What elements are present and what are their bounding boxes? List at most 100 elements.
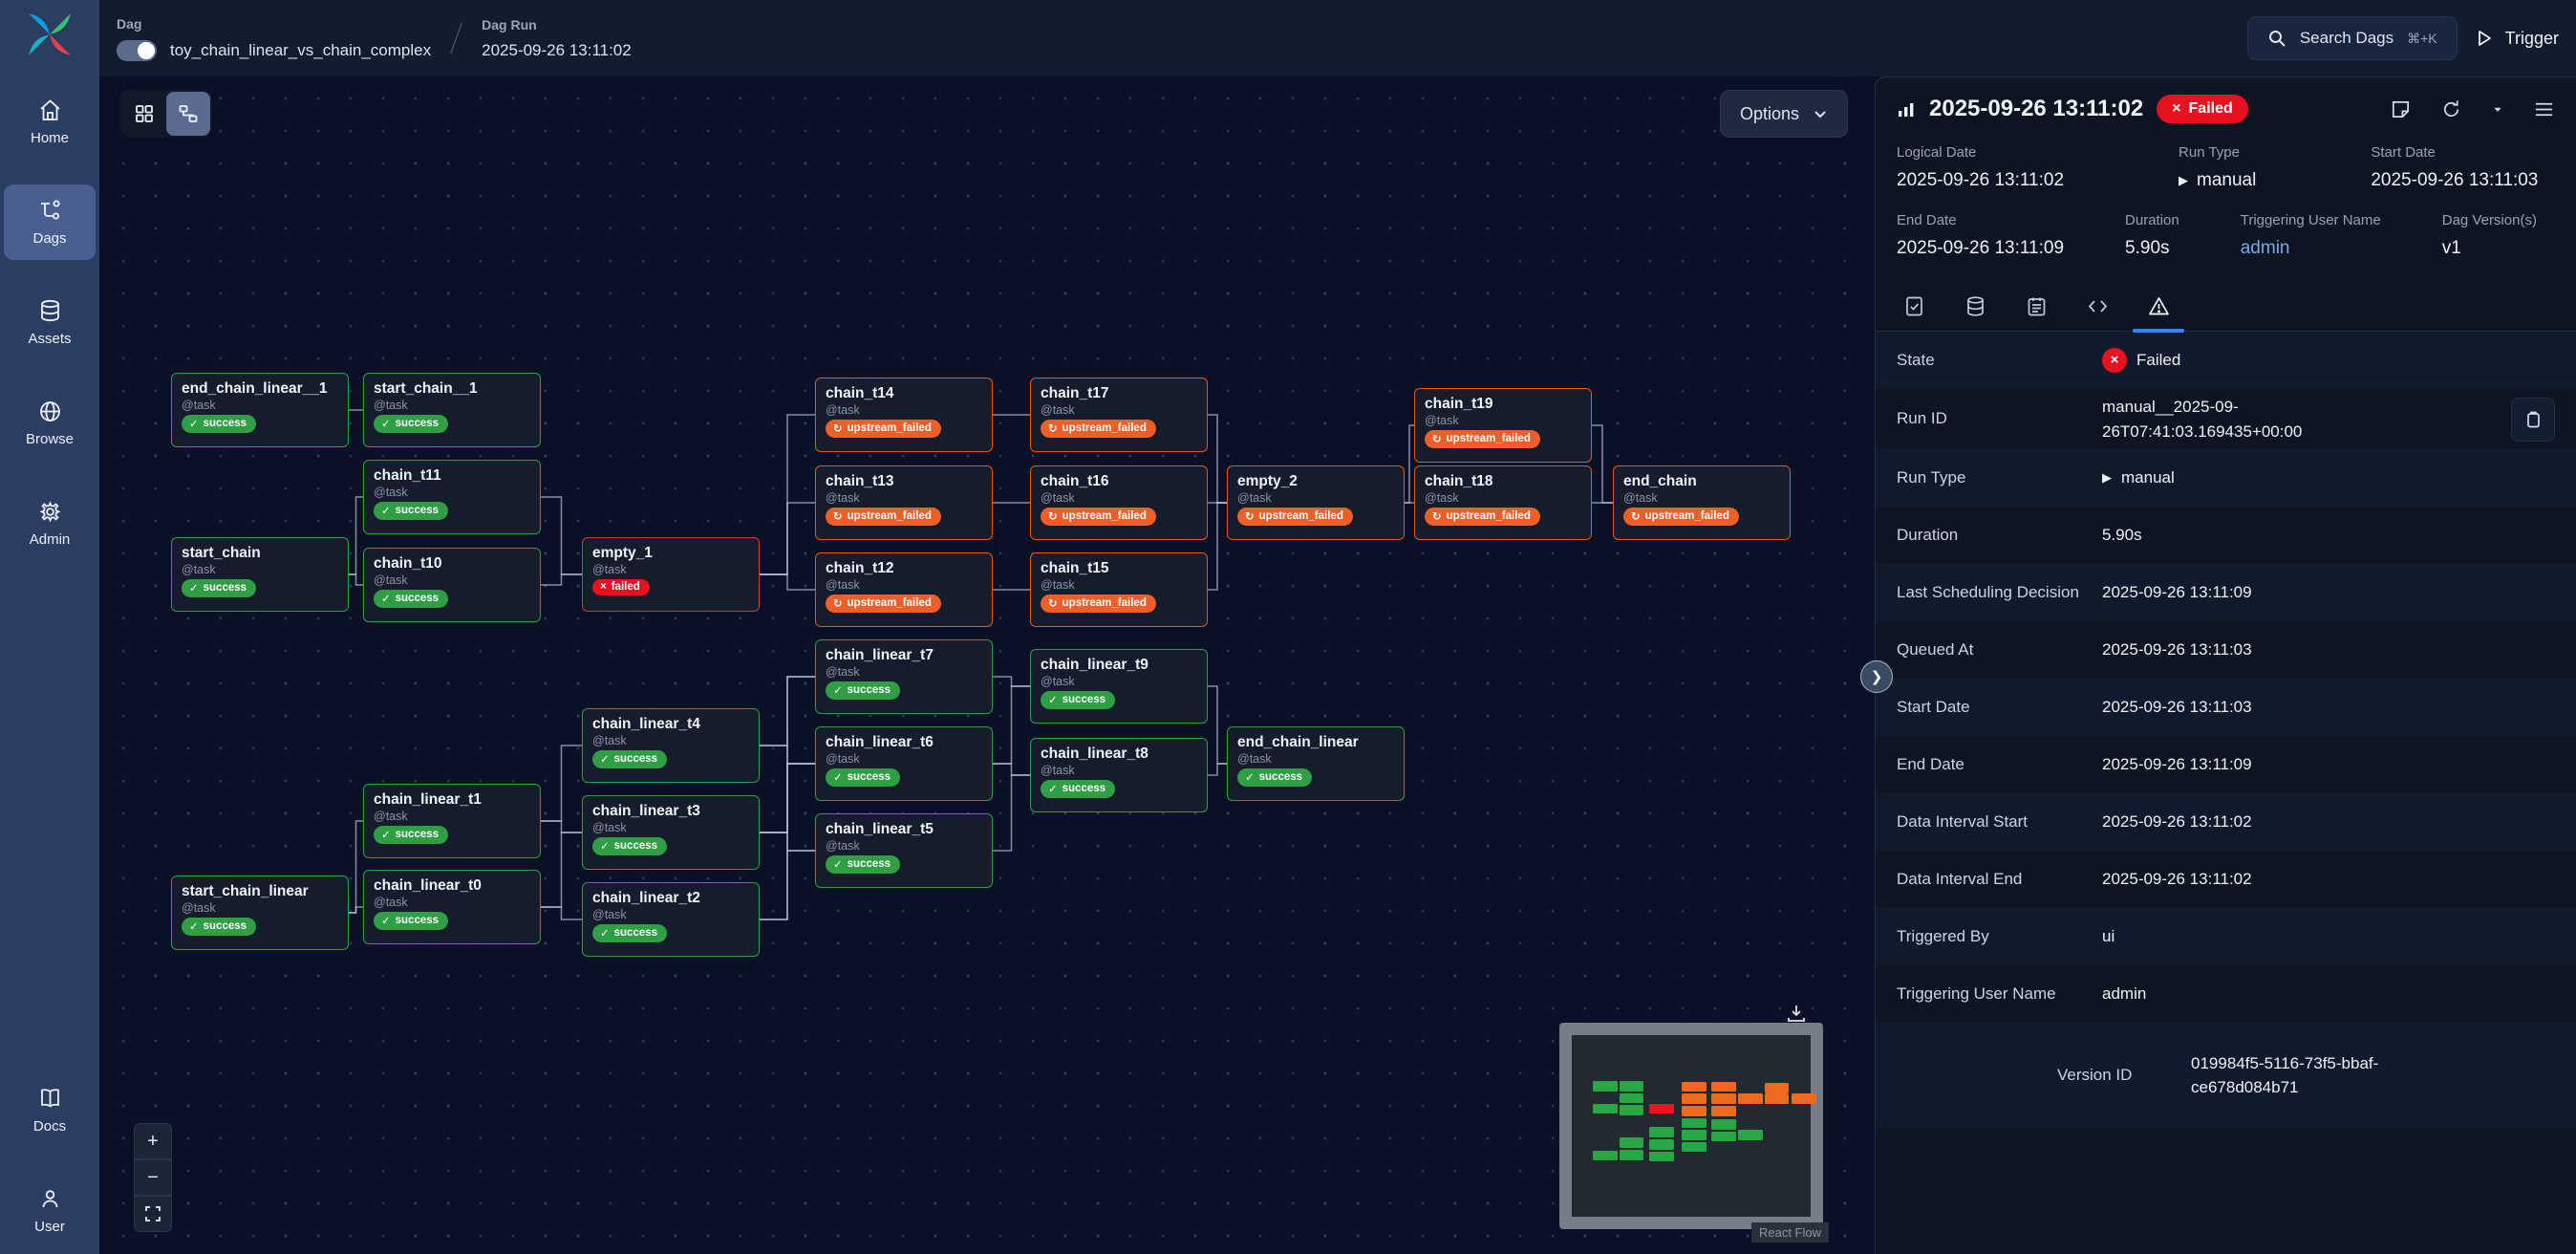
- task-node-title: chain_t10: [374, 555, 442, 572]
- task-node-empty_1[interactable]: empty_1@task×failed: [582, 537, 760, 612]
- trigger-label: Trigger: [2504, 28, 2559, 48]
- dag-run-value[interactable]: 2025-09-26 13:11:02: [482, 40, 632, 59]
- airflow-logo-icon[interactable]: [25, 10, 75, 59]
- tab-code[interactable]: [2074, 295, 2120, 331]
- task-state-badge: ↻upstream_failed: [826, 595, 941, 613]
- task-state-badge: ✓success: [592, 837, 668, 855]
- search-dags-button[interactable]: Search Dags ⌘+K: [2246, 16, 2458, 60]
- dags-icon: [40, 200, 59, 220]
- caret-down-icon[interactable]: [2491, 98, 2504, 120]
- zoom-controls: + −: [134, 1123, 172, 1232]
- edge-chain_linear_t1-chain_linear_t4: [541, 745, 582, 822]
- task-node-title: end_chain_linear__1: [182, 380, 328, 397]
- upstream_failed-icon: ↻: [1432, 434, 1442, 445]
- upstream_failed-icon: ↻: [833, 511, 843, 523]
- success-icon: ✓: [1048, 695, 1058, 706]
- grid-view-button[interactable]: [122, 92, 166, 136]
- task-node-end_chain_linear__1[interactable]: end_chain_linear__1@task✓success: [171, 373, 349, 447]
- task-node-chain_t14[interactable]: chain_t14@task↻upstream_failed: [815, 378, 993, 452]
- task-node-title: chain_t13: [826, 473, 894, 489]
- detail-value: 2025-09-26 13:11:02: [2102, 870, 2252, 889]
- tab-backfill[interactable]: [2013, 295, 2059, 331]
- dag-name[interactable]: toy_chain_linear_vs_chain_complex: [170, 40, 432, 59]
- task-node-chain_linear_t9[interactable]: chain_linear_t9@task✓success: [1030, 649, 1208, 724]
- sidebar-item-assets[interactable]: Assets: [4, 285, 96, 360]
- sidebar-item-label: User: [34, 1219, 65, 1235]
- task-node-chain_linear_t6[interactable]: chain_linear_t6@task✓success: [815, 726, 993, 801]
- summary-value[interactable]: admin: [2240, 238, 2290, 258]
- code-icon: [2088, 300, 2107, 313]
- edge-chain_linear_t5-chain_linear_t8: [993, 774, 1030, 852]
- download-icon: [1788, 1005, 1805, 1022]
- tab-details-warning[interactable]: [2133, 295, 2184, 333]
- task-node-chain_t15[interactable]: chain_t15@task↻upstream_failed: [1030, 552, 1208, 627]
- task-node-chain_linear_t0[interactable]: chain_linear_t0@task✓success: [363, 870, 541, 944]
- detail-row-run-type: Run Type▶manual: [1876, 449, 2576, 507]
- detail-label: Last Scheduling Decision: [1897, 582, 2079, 601]
- task-node-chain_t12[interactable]: chain_t12@task↻upstream_failed: [815, 552, 993, 627]
- run-status-badge: ×Failed: [2157, 95, 2248, 123]
- zoom-out-button[interactable]: −: [134, 1159, 172, 1196]
- menu-icon[interactable]: [2533, 98, 2555, 120]
- task-node-chain_t13[interactable]: chain_t13@task↻upstream_failed: [815, 465, 993, 540]
- tab-assets-tab[interactable]: [1952, 295, 1998, 331]
- task-node-chain_t17[interactable]: chain_t17@task↻upstream_failed: [1030, 378, 1208, 452]
- docs-icon: [40, 1089, 59, 1108]
- task-node-end_chain_linear[interactable]: end_chain_linear@task✓success: [1227, 726, 1405, 801]
- detail-label: Run Type: [1897, 467, 1966, 486]
- fit-view-icon: [145, 1206, 161, 1222]
- task-node-chain_t16[interactable]: chain_t16@task↻upstream_failed: [1030, 465, 1208, 540]
- task-node-subtitle: @task: [1237, 491, 1272, 505]
- tab-task-instances[interactable]: [1891, 295, 1937, 331]
- task-node-start_chain[interactable]: start_chain@task✓success: [171, 537, 349, 612]
- sidebar-item-admin[interactable]: Admin: [4, 486, 96, 561]
- sidebar-item-user[interactable]: User: [4, 1173, 96, 1248]
- detail-value: 2025-09-26 13:11:02: [2102, 812, 2252, 832]
- task-node-chain_t19[interactable]: chain_t19@task↻upstream_failed: [1414, 388, 1592, 463]
- task-node-chain_t10[interactable]: chain_t10@task✓success: [363, 548, 541, 622]
- detail-value: admin: [2102, 984, 2147, 1004]
- dag-pause-toggle[interactable]: [117, 39, 157, 61]
- minimap[interactable]: React Flow: [1559, 1023, 1829, 1243]
- task-node-chain_t18[interactable]: chain_t18@task↻upstream_failed: [1414, 465, 1592, 540]
- sidebar-item-home[interactable]: Home: [4, 84, 96, 160]
- task-state-badge: ↻upstream_failed: [826, 420, 941, 438]
- upstream_failed-icon: ↻: [833, 598, 843, 610]
- task-node-chain_linear_t5[interactable]: chain_linear_t5@task✓success: [815, 813, 993, 888]
- note-icon[interactable]: [2390, 98, 2412, 120]
- panel-collapse-handle[interactable]: ❯: [1860, 660, 1893, 693]
- task-node-start_chain__1[interactable]: start_chain__1@task✓success: [363, 373, 541, 447]
- copy-run-id-button[interactable]: [2511, 397, 2555, 442]
- minimap-node: [1682, 1117, 1707, 1129]
- task-node-chain_linear_t7[interactable]: chain_linear_t7@task✓success: [815, 639, 993, 714]
- sidebar-item-docs[interactable]: Docs: [4, 1072, 96, 1148]
- task-node-chain_linear_t4[interactable]: chain_linear_t4@task✓success: [582, 708, 760, 783]
- task-node-empty_2[interactable]: empty_2@task↻upstream_failed: [1227, 465, 1405, 540]
- user-icon: [42, 1190, 57, 1208]
- task-node-chain_linear_t3[interactable]: chain_linear_t3@task✓success: [582, 795, 760, 870]
- task-node-title: end_chain: [1623, 473, 1697, 489]
- detail-value: 2025-09-26 13:11:09: [2102, 755, 2252, 774]
- task-node-chain_t11[interactable]: chain_t11@task✓success: [363, 460, 541, 534]
- detail-value: ×Failed: [2102, 348, 2555, 373]
- task-node-chain_linear_t2[interactable]: chain_linear_t2@task✓success: [582, 882, 760, 957]
- fit-view-button[interactable]: [134, 1196, 172, 1232]
- task-node-end_chain[interactable]: end_chain@task↻upstream_failed: [1613, 465, 1791, 540]
- refresh-icon[interactable]: [2440, 98, 2462, 120]
- detail-value: 5.90s: [2102, 526, 2142, 545]
- task-node-subtitle: @task: [826, 403, 860, 417]
- success-icon: ✓: [381, 506, 391, 517]
- options-button[interactable]: Options: [1719, 90, 1848, 138]
- graph-view-button[interactable]: [166, 92, 210, 136]
- task-node-chain_linear_t1[interactable]: chain_linear_t1@task✓success: [363, 784, 541, 858]
- zoom-in-button[interactable]: +: [134, 1123, 172, 1159]
- task-node-start_chain_linear[interactable]: start_chain_linear@task✓success: [171, 876, 349, 950]
- trigger-button[interactable]: Trigger: [2458, 29, 2576, 49]
- task-node-chain_linear_t8[interactable]: chain_linear_t8@task✓success: [1030, 738, 1208, 812]
- sidebar-item-browse[interactable]: Browse: [4, 385, 96, 461]
- download-button[interactable]: [1779, 996, 1814, 1030]
- sidebar-item-dags[interactable]: Dags: [4, 184, 96, 260]
